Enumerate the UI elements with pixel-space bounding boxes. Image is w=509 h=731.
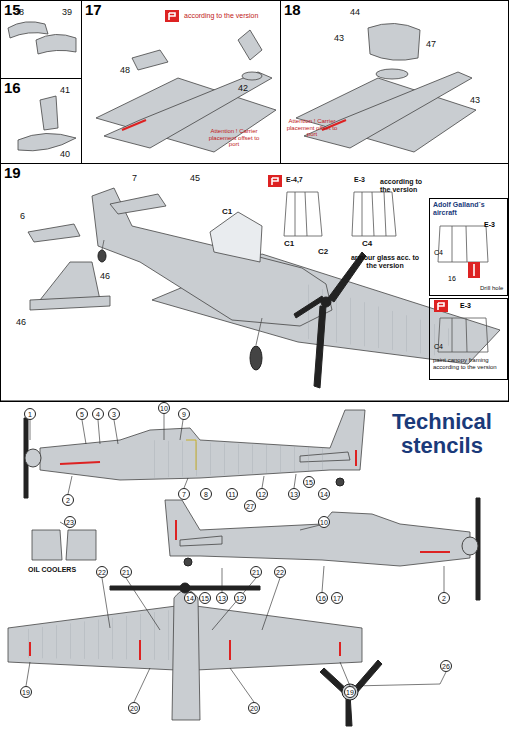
variant-text: E-3 bbox=[460, 302, 480, 310]
callout-number: 16 bbox=[316, 592, 328, 604]
part-number: 40 bbox=[60, 150, 70, 160]
step-number: 16 bbox=[4, 80, 34, 97]
step-number: 18 bbox=[284, 2, 314, 19]
callout-number: 15 bbox=[199, 592, 211, 604]
callout-number: 9 bbox=[178, 408, 190, 420]
callout-number: 1 bbox=[24, 408, 36, 420]
part-number: 43 bbox=[334, 34, 344, 44]
variant-text: paint canopy framing according to the ve… bbox=[433, 357, 506, 370]
step-number: 17 bbox=[85, 2, 115, 19]
part-number: 48 bbox=[120, 66, 130, 76]
callout-number: 13 bbox=[216, 592, 228, 604]
part-number: 46 bbox=[16, 318, 26, 328]
part-number: 6 bbox=[20, 212, 25, 222]
version-label: E-4,7 bbox=[286, 176, 320, 184]
variant-text: C4 bbox=[434, 249, 454, 257]
callout-number: 10 bbox=[318, 516, 330, 528]
canopy-part: C1 bbox=[284, 240, 294, 249]
part-number: 45 bbox=[190, 174, 200, 184]
version-label: according to the version bbox=[380, 178, 426, 193]
callout-number: 11 bbox=[226, 488, 238, 500]
part-number: 42 bbox=[238, 84, 248, 94]
heading: Technical stencils bbox=[378, 410, 506, 458]
callout-number: 14 bbox=[318, 488, 330, 500]
callout-number: 3 bbox=[108, 408, 120, 420]
callout-number: 12 bbox=[256, 488, 268, 500]
callout-number: 15 bbox=[303, 476, 315, 488]
version-note: according to the version bbox=[184, 12, 274, 20]
variant-text: C4 bbox=[434, 343, 454, 351]
step-panel: 18 bbox=[280, 0, 509, 164]
variant-text: 16 bbox=[448, 275, 468, 283]
canopy-part: C1 bbox=[222, 208, 232, 217]
callout-number: 19 bbox=[20, 686, 32, 698]
variant-text: E-3 bbox=[484, 221, 504, 229]
part-number: 47 bbox=[426, 40, 436, 50]
part-number: 7 bbox=[132, 174, 137, 184]
callout-number: 4 bbox=[92, 408, 104, 420]
armour-note: armour glass acc. to the version bbox=[348, 254, 422, 269]
callout-number: 13 bbox=[288, 488, 300, 500]
part-number: 39 bbox=[62, 8, 72, 18]
part-number: 41 bbox=[60, 86, 70, 96]
callout-number: 19 bbox=[344, 686, 356, 698]
callout-number: 21 bbox=[120, 566, 132, 578]
step-number: 19 bbox=[4, 165, 34, 182]
callout-number: 2 bbox=[62, 494, 74, 506]
callout-number: 26 bbox=[440, 660, 452, 672]
canopy-part: C2 bbox=[318, 248, 328, 257]
variant-text: Drill hole bbox=[480, 285, 508, 292]
callout-number: 7 bbox=[178, 488, 190, 500]
callout-number: 2 bbox=[438, 592, 450, 604]
part-number: 46 bbox=[100, 272, 110, 282]
attention-note: Attention ! Carrier placement offset to … bbox=[286, 118, 338, 138]
variant-box: E-3C4 paint canopy framing according to t… bbox=[429, 298, 508, 380]
callout-number: 22 bbox=[274, 566, 286, 578]
part-number: 44 bbox=[350, 8, 360, 18]
part-number: 43 bbox=[470, 96, 480, 106]
callout-number: 20 bbox=[128, 702, 140, 714]
callout-number: 17 bbox=[331, 592, 343, 604]
variant-text: Adolf Galland´s aircraft bbox=[433, 201, 505, 216]
callout-number: 21 bbox=[250, 566, 262, 578]
attention-note: Attention ! Carrier placement offset to … bbox=[208, 128, 260, 148]
callout-number: 8 bbox=[200, 488, 212, 500]
callout-number: 14 bbox=[184, 592, 196, 604]
canopy-part: C4 bbox=[362, 240, 372, 249]
callout-number: 12 bbox=[234, 592, 246, 604]
callout-number: 27 bbox=[244, 500, 256, 512]
callout-number: 20 bbox=[248, 702, 260, 714]
callout-number: 22 bbox=[96, 566, 108, 578]
part-number: 38 bbox=[14, 8, 24, 18]
callout-number: 23 bbox=[64, 516, 76, 528]
callout-number: 10 bbox=[158, 402, 170, 414]
variant-box: Adolf Galland´s aircraftE-3C4 16Drill hol… bbox=[429, 198, 508, 296]
step-panel: 19Adolf Galland´s aircraftE-3C416Drill h… bbox=[0, 163, 509, 402]
callout-number: 5 bbox=[76, 408, 88, 420]
